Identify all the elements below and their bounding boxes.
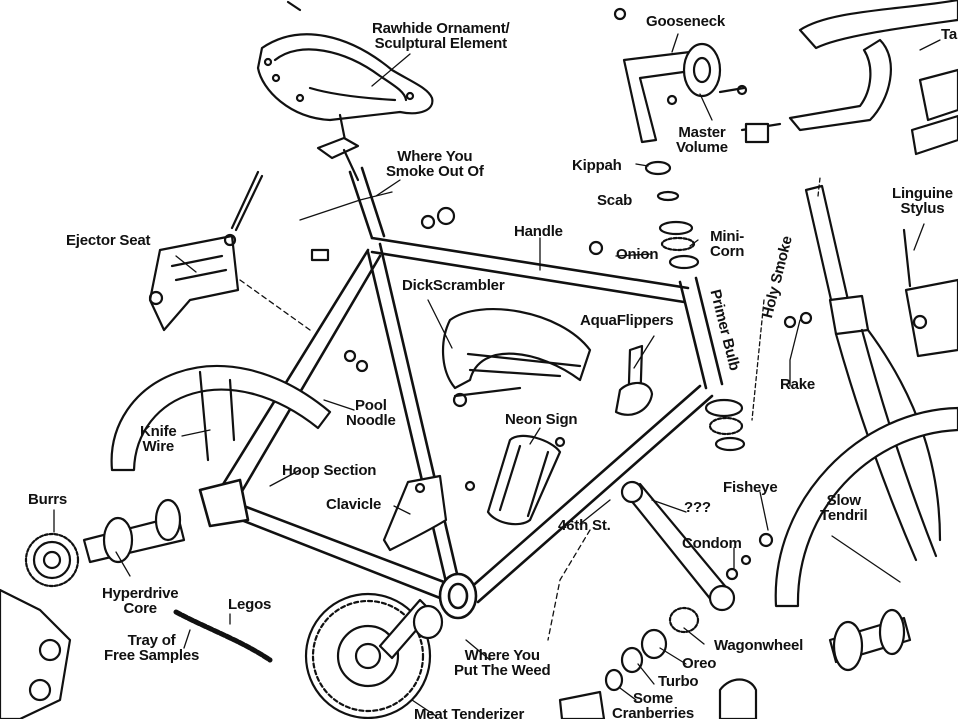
rear-fender-part bbox=[110, 364, 332, 472]
label-clavicle: Clavicle bbox=[326, 496, 382, 513]
label-rawhide-ornament: Rawhide Ornament/ Sculptural Element bbox=[372, 20, 510, 52]
label-rake: Rake bbox=[780, 376, 816, 393]
label-oreo: Oreo bbox=[682, 655, 717, 672]
front-derailleur-part bbox=[382, 474, 448, 552]
bottle-cage-part bbox=[486, 434, 562, 526]
label-dickscrambler: DickScrambler bbox=[402, 277, 505, 294]
front-brake-part bbox=[902, 228, 958, 358]
label-qqq: ??? bbox=[684, 499, 711, 516]
front-hub-part bbox=[828, 608, 912, 672]
label-neon-sign: Neon Sign bbox=[505, 411, 578, 428]
brake-lever-part bbox=[910, 68, 958, 156]
headset-stack-part bbox=[644, 160, 746, 452]
label-turbo: Turbo bbox=[658, 673, 699, 690]
label-condom: Condom bbox=[682, 535, 742, 552]
crank-arm-part bbox=[620, 480, 736, 612]
label-legos: Legos bbox=[228, 596, 272, 613]
shifters-part bbox=[614, 344, 654, 416]
label-meat-tenderizer: Meat Tenderizer bbox=[414, 706, 525, 719]
label-handle: Handle bbox=[514, 223, 563, 240]
label-where-you-smoke: Where You Smoke Out Of bbox=[386, 148, 484, 180]
label-mini-corn: Mini- Corn bbox=[710, 228, 745, 260]
label-gooseneck: Gooseneck bbox=[646, 13, 726, 30]
label-where-you-put-weed: Where You Put The Weed bbox=[454, 647, 551, 679]
crankset-part bbox=[304, 592, 434, 719]
label-aquaflippers: AquaFlippers bbox=[580, 312, 674, 329]
rear-brake-part bbox=[148, 170, 264, 332]
chain-part bbox=[173, 609, 273, 663]
leader-lines bbox=[53, 33, 941, 717]
stem-part bbox=[622, 42, 746, 144]
bottom-bracket-parts bbox=[412, 604, 758, 719]
label-pool-noodle: Pool Noodle bbox=[346, 397, 396, 429]
derailleur-part bbox=[0, 588, 72, 719]
label-onion: Onion bbox=[616, 246, 659, 263]
cassette-part bbox=[24, 532, 80, 588]
rear-hub-part bbox=[82, 498, 186, 564]
label-hyperdrive-core: Hyperdrive Core bbox=[102, 585, 179, 617]
label-linguine-stylus: Linguine Stylus bbox=[892, 185, 953, 217]
label-wagonwheel: Wagonwheel bbox=[714, 637, 804, 654]
label-master-volume: Master Volume bbox=[676, 124, 728, 156]
front-fender-part bbox=[774, 406, 958, 608]
label-tray-free-samples: Tray of Free Samples bbox=[104, 632, 200, 664]
label-ta: Ta bbox=[941, 26, 957, 43]
label-hoop-section: Hoop Section bbox=[282, 462, 377, 479]
pedal-part bbox=[441, 308, 592, 408]
label-kippah: Kippah bbox=[572, 157, 622, 174]
handlebar-part bbox=[740, 0, 958, 144]
label-scab: Scab bbox=[597, 192, 633, 209]
label-some-cranberries: Some Cranberries bbox=[612, 690, 695, 719]
label-slow-tendril: Slow Tendril bbox=[820, 492, 868, 524]
label-fisheye: Fisheye bbox=[723, 479, 778, 496]
label-ejector-seat: Ejector Seat bbox=[66, 232, 151, 249]
small-hardware bbox=[286, 0, 813, 581]
label-knife-wire: Knife Wire bbox=[140, 423, 177, 455]
label-burrs: Burrs bbox=[28, 491, 68, 508]
label-46th-st: 46th St. bbox=[558, 517, 611, 534]
seatpost-part bbox=[316, 136, 360, 182]
saddle-part bbox=[256, 33, 434, 142]
